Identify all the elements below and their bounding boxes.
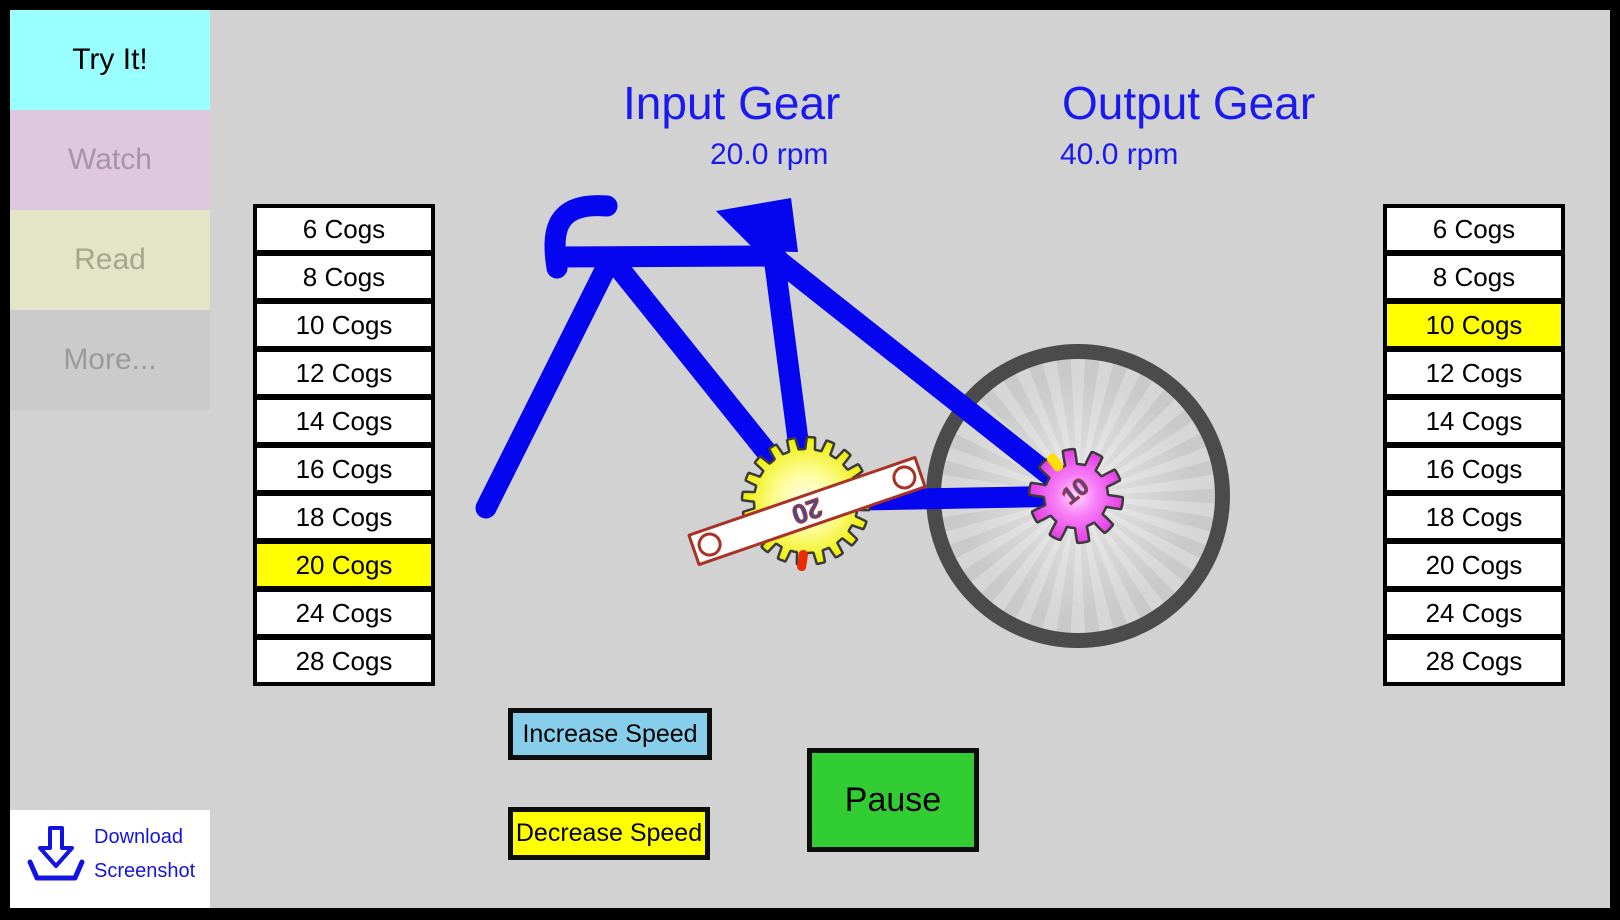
input-gear-title: Input Gear: [623, 77, 841, 129]
output-cog-option[interactable]: 10 Cogs: [1387, 304, 1561, 346]
input-cog-option[interactable]: 28 Cogs: [257, 640, 431, 682]
tab-read-label: Read: [74, 243, 146, 276]
input-cog-option[interactable]: 16 Cogs: [257, 448, 431, 490]
output-gear-rpm: 40.0 rpm: [1060, 138, 1179, 171]
tab-try-it[interactable]: Try It!: [10, 10, 210, 110]
tab-watch[interactable]: Watch: [10, 110, 210, 210]
tab-more-label: More...: [63, 343, 157, 376]
download-screenshot-button[interactable]: Download Screenshot: [10, 810, 210, 908]
output-cog-list: 6 Cogs 8 Cogs 10 Cogs 12 Cogs 14 Cogs 16…: [1383, 204, 1565, 686]
front-fork: [475, 247, 622, 519]
output-cog-option[interactable]: 6 Cogs: [1387, 208, 1561, 250]
output-cog-option[interactable]: 12 Cogs: [1387, 352, 1561, 394]
simulation-canvas: Try It! Watch Read More... Input Gear 20…: [10, 10, 1610, 908]
download-icon: [27, 826, 85, 881]
input-gear-rotation-marker: [796, 549, 809, 572]
input-cog-option[interactable]: 18 Cogs: [257, 496, 431, 538]
output-cog-option[interactable]: 18 Cogs: [1387, 496, 1561, 538]
decrease-speed-label: Decrease Speed: [515, 819, 703, 847]
decrease-speed-button[interactable]: Decrease Speed: [508, 807, 710, 860]
output-cog-option[interactable]: 28 Cogs: [1387, 640, 1561, 682]
tab-watch-label: Watch: [68, 143, 152, 176]
input-cog-list: 6 Cogs 8 Cogs 10 Cogs 12 Cogs 14 Cogs 16…: [253, 204, 435, 686]
tab-try-it-label: Try It!: [72, 43, 148, 76]
saddle: [716, 198, 798, 252]
output-gear-title: Output Gear: [1062, 77, 1316, 129]
seat-tube: [763, 246, 817, 512]
top-tube: [545, 245, 787, 268]
output-cog-option[interactable]: 14 Cogs: [1387, 400, 1561, 442]
download-label-line2: Screenshot: [94, 860, 196, 882]
tab-more[interactable]: More...: [10, 310, 210, 410]
pedal-crank: 20: [687, 455, 927, 567]
increase-speed-label: Increase Speed: [522, 719, 698, 748]
increase-speed-button[interactable]: Increase Speed: [508, 708, 712, 760]
output-cog-option[interactable]: 20 Cogs: [1387, 544, 1561, 586]
input-cog-option[interactable]: 8 Cogs: [257, 256, 431, 298]
input-gear-teeth-label: 20: [788, 492, 827, 531]
input-cog-option[interactable]: 12 Cogs: [257, 352, 431, 394]
input-cog-option[interactable]: 6 Cogs: [257, 208, 431, 250]
tab-read[interactable]: Read: [10, 210, 210, 310]
input-cog-option[interactable]: 20 Cogs: [257, 544, 431, 586]
pause-button-label: Pause: [844, 780, 942, 819]
input-gear-rpm: 20.0 rpm: [710, 138, 829, 171]
pause-button[interactable]: Pause: [807, 748, 979, 852]
output-cog-option[interactable]: 24 Cogs: [1387, 592, 1561, 634]
output-cog-option[interactable]: 16 Cogs: [1387, 448, 1561, 490]
input-cog-option[interactable]: 14 Cogs: [257, 400, 431, 442]
down-tube: [600, 247, 817, 512]
handlebar: [544, 195, 618, 279]
input-cog-option[interactable]: 24 Cogs: [257, 592, 431, 634]
output-cog-option[interactable]: 8 Cogs: [1387, 256, 1561, 298]
download-label-line1: Download: [94, 826, 183, 848]
input-cog-option[interactable]: 10 Cogs: [257, 304, 431, 346]
